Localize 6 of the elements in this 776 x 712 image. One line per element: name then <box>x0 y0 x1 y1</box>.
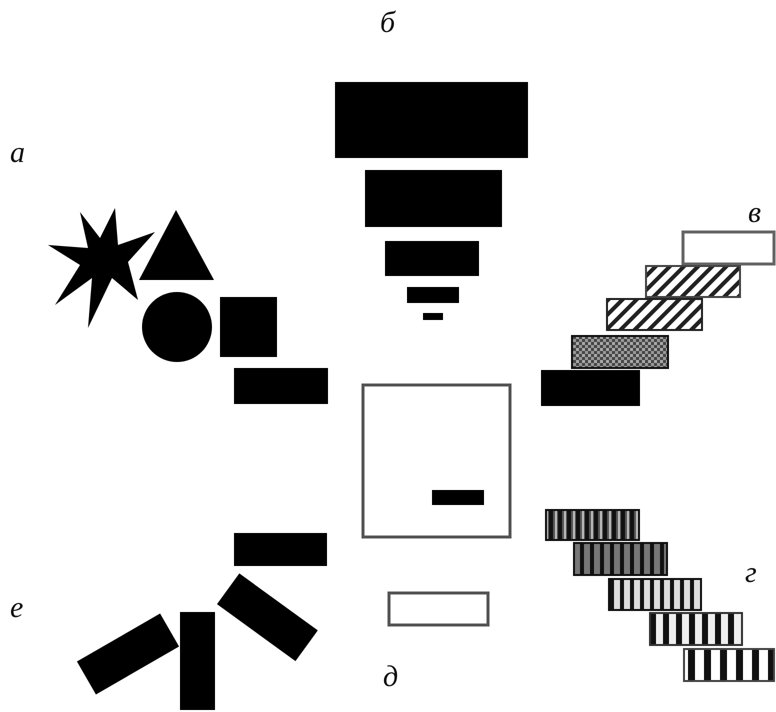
panel-letter: д <box>383 662 398 692</box>
panel-letter: а <box>10 138 25 168</box>
panel-letter: в <box>748 198 762 228</box>
panel-letter: г <box>745 558 757 588</box>
panel-letter: б <box>380 8 396 38</box>
panel-letter: е <box>10 593 24 623</box>
